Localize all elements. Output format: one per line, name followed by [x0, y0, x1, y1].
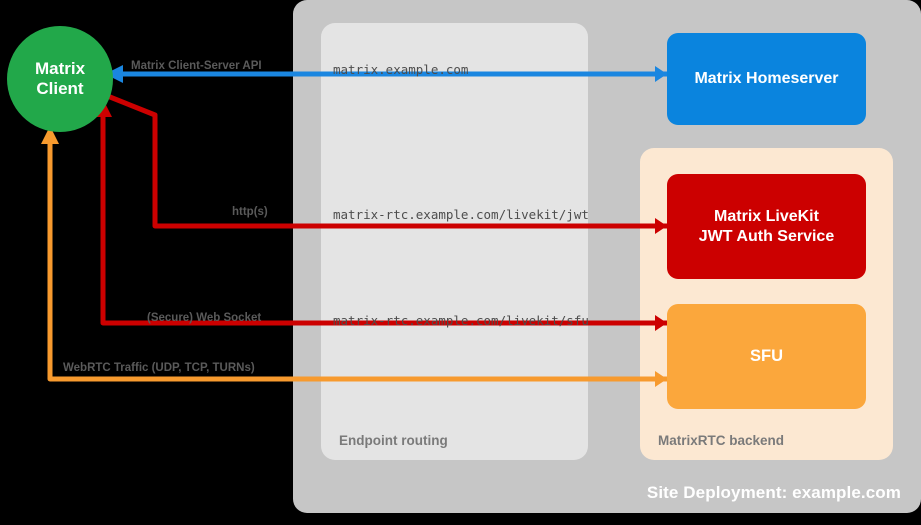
endpoint-routing-label: Endpoint routing — [339, 433, 448, 448]
matrix-client-line1: Matrix — [34, 58, 86, 78]
node-matrix-homeserver[interactable]: Matrix Homeserver — [667, 33, 866, 125]
sfu-label: SFU — [750, 346, 783, 365]
matrix-client-line2: Client — [36, 79, 84, 98]
matrixrtc-backend-label: MatrixRTC backend — [658, 433, 785, 448]
matrix-homeserver-label: Matrix Homeserver — [694, 70, 839, 88]
site-deployment-label: Site Deployment: example.com — [646, 483, 901, 502]
flow-label-https: http(s) — [232, 206, 268, 218]
flow-label-webrtc: WebRTC Traffic (UDP, TCP, TURNs) — [63, 362, 255, 374]
node-sfu[interactable]: SFU — [667, 304, 866, 409]
jwt-line2: JWT Auth Service — [698, 227, 835, 245]
node-matrix-livekit-jwt-auth-service[interactable]: Matrix LiveKit JWT Auth Service — [667, 174, 866, 279]
endpoint-routing-panel: Endpoint routing — [321, 23, 588, 460]
endpoint-matrix-host: matrix.example.com — [333, 62, 469, 77]
endpoint-livekit-sfu-path: matrix-rtc.example.com/livekit/sfu — [333, 313, 589, 328]
endpoint-livekit-jwt-path: matrix-rtc.example.com/livekit/jwt — [333, 207, 589, 222]
flow-label-websocket: (Secure) Web Socket — [147, 312, 262, 324]
node-matrix-client[interactable]: Matrix Client — [7, 26, 113, 132]
jwt-line1: Matrix LiveKit — [714, 208, 819, 226]
flow-label-client-server-api: Matrix Client-Server API — [131, 60, 262, 72]
